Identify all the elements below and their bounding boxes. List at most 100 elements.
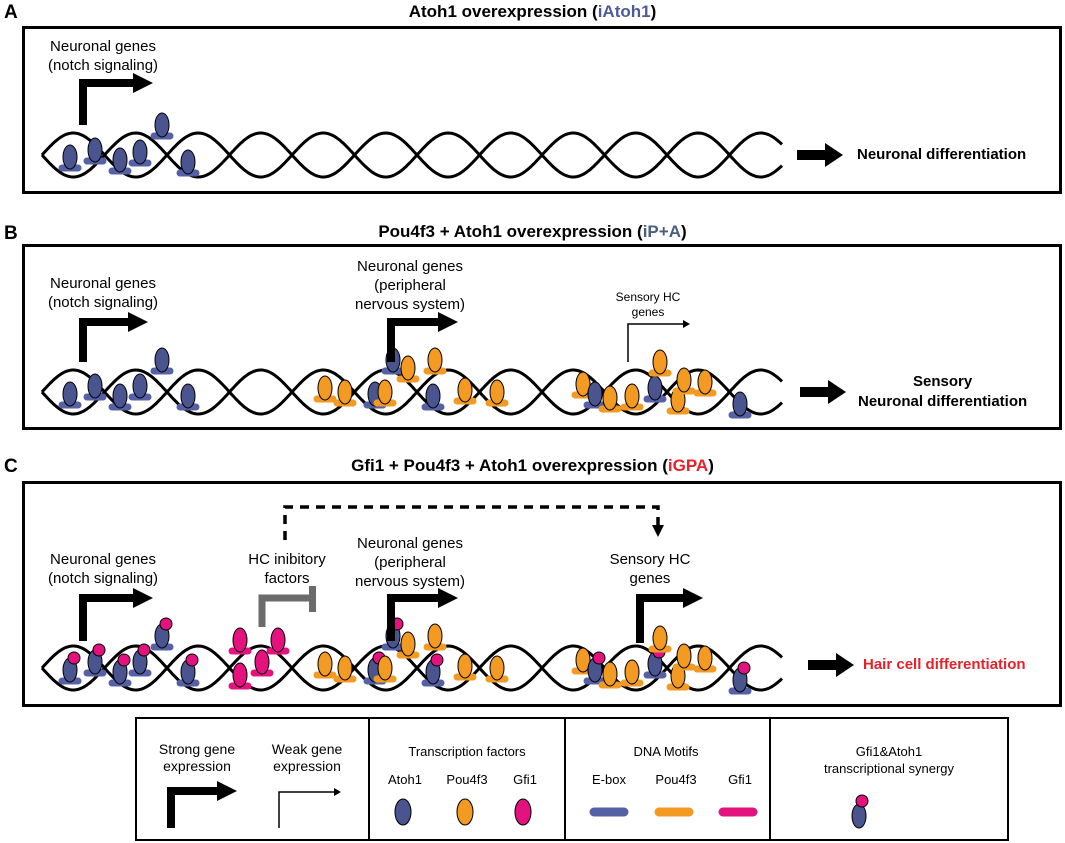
pou4f3-factor bbox=[624, 383, 640, 409]
legend-synergy-gfi1 bbox=[855, 794, 869, 808]
outcome-c: Hair cell differentiation bbox=[863, 656, 1026, 673]
legend-weak-arrow bbox=[278, 791, 336, 828]
panel-c bbox=[22, 481, 1062, 707]
dna-strand bbox=[40, 131, 784, 179]
pou4f3-factor bbox=[337, 655, 353, 681]
label-a-neuronal-notch: Neuronal genes(notch signaling) bbox=[47, 38, 159, 74]
legend-motif-gfi1: Gfi1 bbox=[728, 772, 752, 787]
gfi1-synergy-factor bbox=[137, 643, 151, 657]
gfi1-synergy-factor bbox=[117, 653, 131, 667]
pou4f3-factor bbox=[652, 625, 668, 651]
gfi1-synergy-factor bbox=[92, 643, 106, 657]
legend-motif-pou4f3: Pou4f3 bbox=[655, 772, 697, 787]
atoh1-factor bbox=[154, 112, 170, 138]
legend-divider-1 bbox=[368, 719, 370, 839]
panel-a bbox=[22, 26, 1062, 194]
dashed-regulation-arrow-head bbox=[652, 525, 664, 537]
label-c-neuronal-notch: Neuronal genes(notch signaling) bbox=[47, 551, 159, 587]
atoh1-factor bbox=[62, 144, 78, 170]
atoh1-factor bbox=[180, 383, 196, 409]
legend-tf-gfi1: Gfi1 bbox=[513, 772, 537, 787]
gfi1-synergy-factor bbox=[737, 661, 751, 675]
pou4f3-factor bbox=[427, 623, 443, 649]
outcome-arrow-b bbox=[800, 380, 846, 404]
atoh1-factor bbox=[425, 383, 441, 409]
strong-arrow-a bbox=[79, 79, 135, 125]
pou4f3-factor bbox=[652, 349, 668, 375]
atoh1-factor bbox=[87, 373, 103, 399]
strong-arrow-c3 bbox=[636, 594, 685, 643]
panel-a-title-tag: iAtoh1 bbox=[597, 2, 651, 21]
legend-pou4f3-factor bbox=[456, 798, 474, 826]
legend-divider-3 bbox=[769, 719, 771, 839]
legend-weak-arrow-head bbox=[334, 788, 341, 796]
pou4f3-factor bbox=[676, 367, 692, 393]
legend-atoh1-factor bbox=[394, 798, 412, 826]
atoh1-factor bbox=[87, 137, 103, 163]
strong-arrow-b2 bbox=[387, 318, 440, 362]
pou4f3-factor bbox=[489, 655, 505, 681]
gfi1-synergy-factor bbox=[430, 653, 444, 667]
pou4f3-factor bbox=[489, 379, 505, 405]
pou4f3-factor bbox=[602, 385, 618, 411]
panel-a-letter: A bbox=[4, 2, 18, 23]
strong-arrow-a-head bbox=[133, 73, 153, 93]
gfi1-synergy-factor bbox=[159, 617, 173, 631]
panel-c-letter: C bbox=[4, 456, 18, 477]
pou4f3-factor bbox=[317, 375, 333, 401]
gfi1-synergy-factor bbox=[185, 653, 199, 667]
pou4f3-factor bbox=[457, 653, 473, 679]
atoh1-factor bbox=[587, 381, 603, 407]
atoh1-factor bbox=[112, 147, 128, 173]
legend-tf-pou4f3: Pou4f3 bbox=[446, 772, 488, 787]
pou4f3-factor bbox=[377, 655, 393, 681]
atoh1-factor bbox=[132, 373, 148, 399]
panel-b-letter: B bbox=[4, 223, 18, 244]
dashed-regulation-arrow bbox=[283, 505, 660, 540]
pou4f3-factor bbox=[400, 355, 416, 381]
pou4f3-factor bbox=[337, 379, 353, 405]
pou4f3-factor bbox=[602, 661, 618, 687]
legend-motif-ebox: E-box bbox=[592, 772, 626, 787]
atoh1-factor bbox=[732, 391, 748, 417]
outcome-a: Neuronal differentiation bbox=[857, 146, 1027, 163]
outcome-arrow-c bbox=[808, 653, 854, 677]
pou4f3-factor bbox=[575, 647, 591, 673]
legend-gfi1-factor bbox=[514, 798, 532, 826]
legend-strong-arrow-head bbox=[217, 781, 237, 801]
outcome-arrow-a bbox=[797, 143, 843, 167]
dna-helix-b bbox=[40, 347, 784, 419]
weak-arrow-b bbox=[627, 323, 685, 362]
dna-helix-c bbox=[40, 617, 784, 695]
strong-arrow-b2-head bbox=[438, 312, 458, 332]
dna-strand bbox=[40, 131, 784, 179]
legend-tf-title: Transcription factors bbox=[408, 744, 526, 759]
pou4f3-factor bbox=[575, 371, 591, 397]
dna-helix-a bbox=[40, 112, 784, 179]
pou4f3-factor bbox=[676, 643, 692, 669]
strong-arrow-c3-head bbox=[683, 588, 703, 608]
panel-c-title-tag: iGPA bbox=[667, 456, 709, 475]
strong-arrow-b1 bbox=[79, 318, 130, 362]
atoh1-factor bbox=[154, 347, 170, 373]
legend-motif-title: DNA Motifs bbox=[633, 744, 699, 759]
legend-strong-arrow bbox=[167, 787, 219, 828]
gfi1-factor bbox=[232, 627, 248, 653]
gfi1-synergy-factor bbox=[592, 651, 606, 665]
inhibitory-arrow-bar bbox=[309, 586, 316, 612]
pou4f3-factor bbox=[400, 631, 416, 657]
gfi1-factor bbox=[232, 662, 248, 688]
atoh1-factor bbox=[62, 381, 78, 407]
pou4f3-factor bbox=[697, 645, 713, 671]
strong-arrow-c1 bbox=[79, 594, 135, 641]
